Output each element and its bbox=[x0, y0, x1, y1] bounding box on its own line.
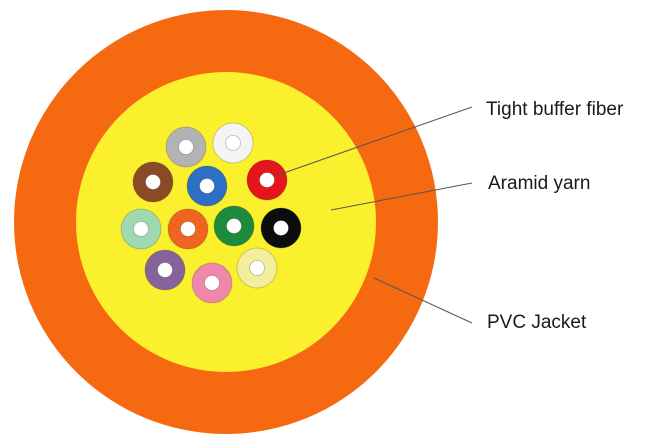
fiber-white bbox=[212, 122, 254, 164]
fiber-core-white bbox=[225, 135, 241, 151]
fiber-label: Tight buffer fiber bbox=[486, 99, 624, 120]
fiber-core-rose bbox=[204, 275, 220, 291]
fiber-green bbox=[213, 205, 255, 247]
fiber-rose bbox=[191, 262, 233, 304]
fiber-orange bbox=[167, 208, 209, 250]
fiber-aqua bbox=[120, 208, 162, 250]
jacket-label: PVC Jacket bbox=[487, 312, 587, 333]
fiber-leader-line bbox=[277, 106, 473, 176]
fiber-core-orange bbox=[180, 221, 196, 237]
fiber-gray bbox=[165, 126, 207, 168]
fiber-core-gray bbox=[178, 139, 194, 155]
fiber-yellow bbox=[236, 247, 278, 289]
fiber-brown bbox=[132, 161, 174, 203]
yarn-leader-line bbox=[330, 182, 473, 211]
fiber-core-green bbox=[226, 218, 242, 234]
fiber-core-aqua bbox=[133, 221, 149, 237]
jacket-leader-line bbox=[373, 277, 473, 324]
fiber-violet bbox=[144, 249, 186, 291]
fiber-core-yellow bbox=[249, 260, 265, 276]
fiber-blue bbox=[186, 165, 228, 207]
fiber-core-violet bbox=[157, 262, 173, 278]
fiber-core-blue bbox=[199, 178, 215, 194]
fiber-red bbox=[246, 159, 288, 201]
yarn-label: Aramid yarn bbox=[488, 173, 590, 194]
fiber-core-brown bbox=[145, 174, 161, 190]
tight-buffer-fibers bbox=[120, 122, 302, 304]
fiber-core-red bbox=[259, 172, 275, 188]
fiber-black bbox=[260, 207, 302, 249]
fiber-core-black bbox=[273, 220, 289, 236]
